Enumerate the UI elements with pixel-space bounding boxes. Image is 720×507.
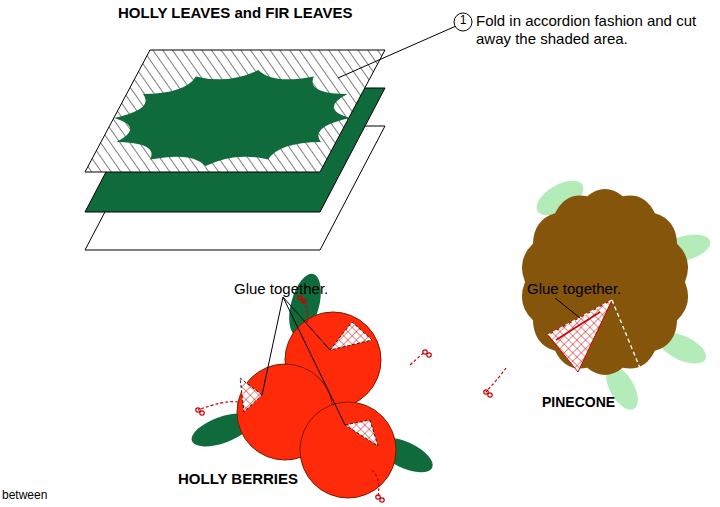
scissors-symbol <box>376 495 380 499</box>
note-fragment: between <box>2 488 47 502</box>
leader-line <box>338 26 456 78</box>
cut-arrow <box>486 368 506 392</box>
glue-area <box>240 378 262 412</box>
glue-area <box>345 420 378 446</box>
glue-area <box>330 322 372 350</box>
callout-number: 1 <box>454 13 472 27</box>
berry-circle <box>300 402 396 498</box>
section-heading: HOLLY LEAVES and FIR LEAVES <box>118 4 353 22</box>
callout-circle <box>454 13 472 31</box>
fold-line <box>612 300 640 368</box>
scissors-symbol <box>380 498 384 502</box>
part-name: HOLLY BERRIES <box>178 470 298 488</box>
scissors-symbol <box>484 390 488 394</box>
scissors-symbol <box>423 350 427 354</box>
glue-note: Glue together. <box>234 280 328 298</box>
scissors-symbol <box>302 299 306 303</box>
paper-sheet <box>85 50 385 172</box>
leader-line <box>283 297 345 425</box>
leader-line <box>555 298 580 318</box>
scissors-symbol <box>427 353 431 357</box>
scissors-symbol <box>196 408 200 412</box>
scissors-symbol <box>200 411 204 415</box>
cut-arrow <box>198 402 238 410</box>
scissors-symbol <box>488 393 492 397</box>
leader-line <box>262 297 283 395</box>
part-name: PINECONE <box>542 394 615 411</box>
cut-arrow <box>410 352 425 365</box>
cut-arrow <box>300 298 308 323</box>
glue-area <box>548 300 612 372</box>
holly-leaf-shape <box>114 70 350 166</box>
cut-arrow <box>372 470 379 497</box>
glue-note: Glue together. <box>527 280 621 298</box>
instruction-note: Fold in accordion fashion and cut away t… <box>476 12 712 48</box>
pinecone-body <box>522 189 688 375</box>
leader-line <box>283 297 330 350</box>
